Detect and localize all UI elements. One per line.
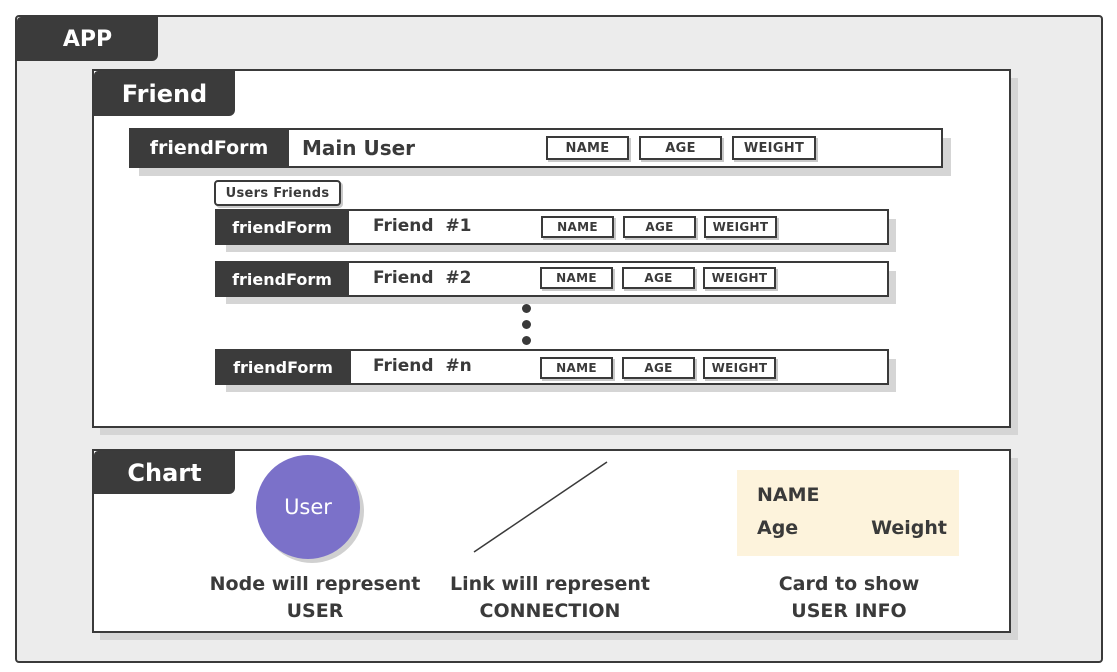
- link-caption-line1: Link will represent: [449, 573, 651, 595]
- main-user-form-tab: friendForm: [129, 128, 289, 168]
- link-line: [473, 461, 608, 553]
- friend-weight-field: WEIGHT: [703, 267, 776, 289]
- card-name: NAME: [757, 484, 820, 506]
- main-user-age-field: AGE: [639, 136, 722, 160]
- friend-name-field: NAME: [541, 216, 614, 238]
- friend-form-tab: friendForm: [215, 349, 351, 385]
- card-age: Age: [757, 517, 799, 539]
- node-caption: Node will represent USER: [195, 571, 435, 625]
- main-user-label: Main User: [302, 136, 416, 160]
- friend-label: Friend #2: [373, 268, 472, 288]
- friend-panel-title: Friend: [94, 71, 235, 116]
- app-title: APP: [17, 17, 158, 61]
- users-friends-label: Users Friends: [214, 180, 341, 206]
- node-caption-line2: USER: [286, 600, 344, 622]
- friend-age-field: AGE: [622, 357, 695, 379]
- link-caption-line2: CONNECTION: [479, 600, 621, 622]
- friend-form-tab: friendForm: [215, 261, 349, 297]
- link-caption: Link will represent CONNECTION: [430, 571, 670, 625]
- user-info-card: NAME Age Weight: [737, 470, 959, 556]
- friend-name-field: NAME: [540, 357, 613, 379]
- main-user-weight-field: WEIGHT: [732, 136, 816, 160]
- user-node-label: User: [284, 495, 332, 519]
- friend-weight-field: WEIGHT: [704, 216, 777, 238]
- card-caption-line2: USER INFO: [791, 600, 907, 622]
- card-caption: Card to show USER INFO: [729, 571, 969, 625]
- ellipsis-dot: [522, 320, 531, 329]
- friend-label: Friend #n: [373, 356, 472, 376]
- user-node: User: [256, 455, 360, 559]
- friend-form-tab: friendForm: [215, 209, 349, 245]
- friend-label: Friend #1: [373, 216, 472, 236]
- friend-age-field: AGE: [623, 216, 696, 238]
- friend-name-field: NAME: [540, 267, 613, 289]
- ellipsis-dot: [522, 336, 531, 345]
- ellipsis-dot: [522, 304, 531, 313]
- card-caption-line1: Card to show: [778, 573, 920, 595]
- node-caption-line1: Node will represent: [209, 573, 421, 595]
- friend-weight-field: WEIGHT: [703, 357, 776, 379]
- chart-panel-title: Chart: [94, 451, 235, 494]
- friend-age-field: AGE: [622, 267, 695, 289]
- main-user-name-field: NAME: [546, 136, 629, 160]
- card-weight: Weight: [871, 517, 947, 539]
